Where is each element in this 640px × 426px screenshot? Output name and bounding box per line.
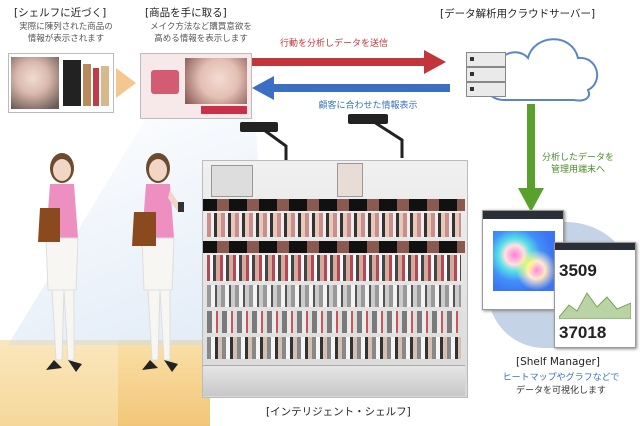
shelf-products-row [207, 213, 461, 237]
to-manager-label-line2: 管理用端末へ [550, 165, 605, 175]
shelf-products-row [207, 285, 461, 307]
to-manager-label-line1: 分析したデータを [541, 153, 614, 163]
shelf-products-row [207, 311, 461, 333]
step1-screen [8, 53, 114, 113]
product-image [151, 70, 179, 94]
step2-screen [140, 53, 252, 119]
send-label: 行動を分析しデータを送信 [279, 39, 388, 49]
area-chart [559, 292, 631, 319]
receive-arrow-icon [252, 76, 450, 100]
send-arrow-icon [252, 50, 446, 74]
model-face-image [11, 57, 59, 109]
intelligent-shelf [202, 160, 468, 398]
shelf-caption: [インテリジェント・シェルフ] [266, 406, 411, 418]
stat-value-2: 37018 [559, 323, 607, 342]
step2-desc-line2: 高める情報を表示します [154, 34, 248, 44]
manager-desc-line1: ヒートマップやグラフなどで [502, 373, 620, 383]
receive-label: 顧客に合わせた情報表示 [318, 101, 418, 111]
shelf-top-display [211, 165, 253, 197]
server-icon [466, 52, 506, 98]
shelf-products-row [207, 255, 461, 281]
shelf-screen-row [203, 241, 465, 253]
cloud-server-title: [データ解析用クラウドサーバー] [440, 8, 596, 20]
shelf-top-display [337, 163, 363, 197]
shopper-figure-1 [38, 153, 82, 372]
product-image [101, 66, 109, 106]
promo-banner [201, 106, 247, 114]
product-image [83, 64, 91, 106]
step1-title: [シェルフに近づく] [14, 7, 107, 19]
step1-desc-line2: 情報が表示されます [27, 34, 105, 44]
manager-title: [Shelf Manager] [516, 356, 600, 368]
spotlight-icon [240, 122, 288, 162]
stats-window: 3509 37018 [554, 242, 636, 348]
step-arrow-icon [116, 68, 136, 98]
heatmap-window [482, 210, 564, 310]
shopper-figure-2 [132, 153, 184, 372]
spotlight-icon [348, 114, 404, 158]
shelf-base [203, 365, 465, 396]
product-image [93, 68, 99, 106]
step2-desc-line1: メイク方法など購買意欲を [150, 22, 252, 32]
product-image [63, 60, 81, 106]
manager-desc-line2: データを可視化します [515, 386, 606, 396]
step2-title: [商品を手に取る] [145, 7, 227, 19]
heatmap-image [493, 231, 555, 291]
shelf-screen-row [203, 199, 465, 211]
shelf-products-row [207, 337, 461, 359]
makeup-face-image [185, 58, 247, 104]
stat-value-1: 3509 [559, 261, 597, 280]
step1-desc-line1: 実際に陳列された商品の [19, 22, 113, 32]
to-manager-arrow-icon [518, 104, 544, 212]
